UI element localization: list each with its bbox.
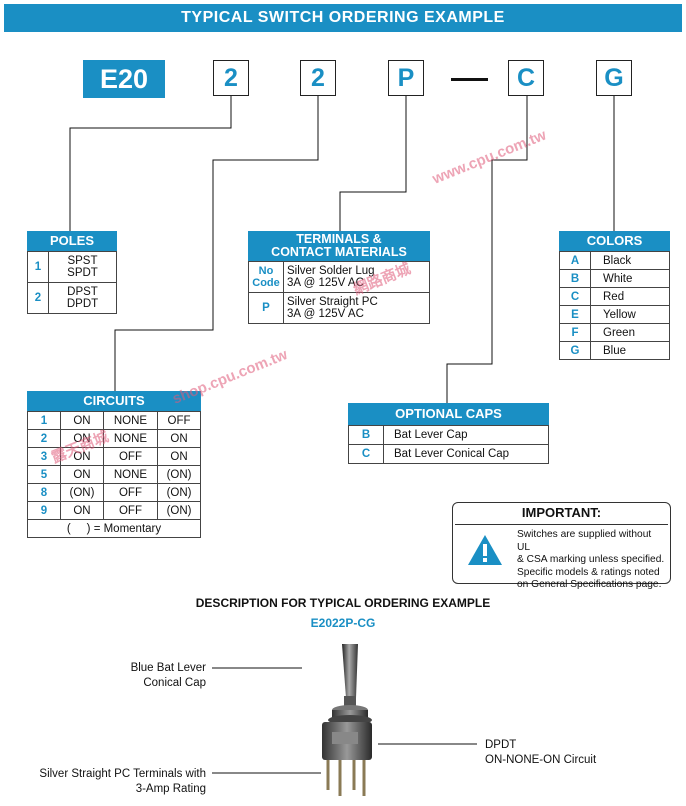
- color-name: Blue: [590, 341, 670, 360]
- circuit-callout-line2: ON-NONE-ON Circuit: [485, 754, 597, 766]
- cap-desc: Bat Lever Conical Cap: [383, 444, 549, 464]
- code-digit-poles: 2: [213, 60, 249, 96]
- circuit-pos2: OFF: [102, 501, 159, 520]
- circuit-pos3: ON: [157, 429, 201, 448]
- color-name: White: [590, 269, 670, 288]
- cap-callout-line2: Conical Cap: [143, 677, 206, 689]
- color-code: A: [559, 251, 591, 270]
- circuit-code: 8: [27, 483, 61, 502]
- warning-icon: [468, 535, 502, 565]
- circuit-code: 1: [27, 411, 61, 430]
- terminals-title-line1: TERMINALS &: [296, 232, 382, 246]
- terminal-code: Code: [252, 277, 280, 289]
- color-code: C: [559, 287, 591, 306]
- cap-callout: Blue Bat Lever Conical Cap: [100, 661, 206, 691]
- circuit-pos2: NONE: [102, 429, 159, 448]
- code-dash: [451, 78, 488, 81]
- circuit-callout: DPDT ON-NONE-ON Circuit: [485, 738, 645, 768]
- color-name: Green: [590, 323, 670, 342]
- terminal-code: No: [258, 265, 274, 277]
- poles-code: 2: [27, 282, 49, 314]
- circuit-pos2: NONE: [102, 465, 159, 484]
- important-line: on General Specifications page.: [517, 579, 662, 590]
- poles-title: POLES: [27, 231, 117, 251]
- circuit-code: 9: [27, 501, 61, 520]
- circuit-pos1: ON: [60, 411, 104, 430]
- color-name: Black: [590, 251, 670, 270]
- circuit-pos3: OFF: [157, 411, 201, 430]
- poles-option: SPDT: [67, 267, 98, 279]
- color-code: B: [559, 269, 591, 288]
- terminal-rating: 3A @ 125V AC: [287, 308, 364, 320]
- circuit-pos1: ON: [60, 501, 104, 520]
- circuit-pos3: (ON): [157, 483, 201, 502]
- toggle-switch-image: [322, 644, 372, 796]
- poles-code: 1: [27, 251, 49, 283]
- color-name: Yellow: [590, 305, 670, 324]
- cap-code: B: [348, 425, 384, 445]
- important-line: Specific models & ratings noted: [517, 566, 660, 578]
- circuit-pos3: (ON): [157, 501, 201, 520]
- circuit-code: 5: [27, 465, 61, 484]
- cap-desc: Bat Lever Cap: [383, 425, 549, 445]
- important-notice: IMPORTANT: Switches are supplied without…: [452, 502, 671, 590]
- terminal-callout-line2: 3-Amp Rating: [135, 783, 206, 795]
- poles-option: SPST: [67, 255, 98, 267]
- terminal-code: P: [248, 292, 284, 324]
- page-banner: TYPICAL SWITCH ORDERING EXAMPLE: [4, 4, 682, 32]
- terminals-title-line2: CONTACT MATERIALS: [271, 245, 407, 259]
- terminal-callout-line1: Silver Straight PC Terminals with: [39, 768, 206, 780]
- code-prefix: E20: [83, 60, 165, 98]
- color-code: F: [559, 323, 591, 342]
- circuit-callout-line1: DPDT: [485, 739, 517, 751]
- circuit-code: 2: [27, 429, 61, 448]
- color-code: G: [559, 341, 591, 360]
- cap-callout-line1: Blue Bat Lever: [130, 662, 206, 674]
- circuit-pos2: OFF: [102, 483, 159, 502]
- color-name: Red: [590, 287, 670, 306]
- code-digit-color: G: [596, 60, 632, 96]
- code-digit-terminal: P: [388, 60, 424, 96]
- poles-option: DPDT: [66, 298, 99, 310]
- description-code: E2022P-CG: [310, 616, 376, 630]
- important-title: IMPORTANT:: [521, 505, 602, 520]
- important-line: Switches are supplied without UL: [517, 529, 652, 553]
- description-title: DESCRIPTION FOR TYPICAL ORDERING EXAMPLE: [195, 596, 491, 610]
- terminal-rating: 3A @ 125V AC: [287, 277, 364, 289]
- cap-code: C: [348, 444, 384, 464]
- terminal-desc: Silver Straight PC: [287, 296, 378, 308]
- circuit-pos2: OFF: [102, 447, 159, 466]
- color-code: E: [559, 305, 591, 324]
- divider: [455, 524, 668, 525]
- circuit-pos3: ON: [157, 447, 201, 466]
- colors-title: COLORS: [559, 231, 670, 251]
- code-digit-cap: C: [508, 60, 544, 96]
- circuits-footnote: ( ) = Momentary: [27, 519, 201, 538]
- important-line: & CSA marking unless specified.: [517, 554, 665, 565]
- circuit-pos1: ON: [60, 465, 104, 484]
- caps-title: OPTIONAL CAPS: [348, 403, 549, 425]
- code-digit-circuit: 2: [300, 60, 336, 96]
- terminal-callout: Silver Straight PC Terminals with 3-Amp …: [10, 767, 206, 797]
- circuit-pos2: NONE: [102, 411, 159, 430]
- circuits-title: CIRCUITS: [27, 391, 201, 411]
- terminal-desc: Silver Solder Lug: [287, 265, 375, 277]
- circuit-pos1: (ON): [60, 483, 104, 502]
- circuit-pos3: (ON): [157, 465, 201, 484]
- poles-option: DPST: [67, 286, 98, 298]
